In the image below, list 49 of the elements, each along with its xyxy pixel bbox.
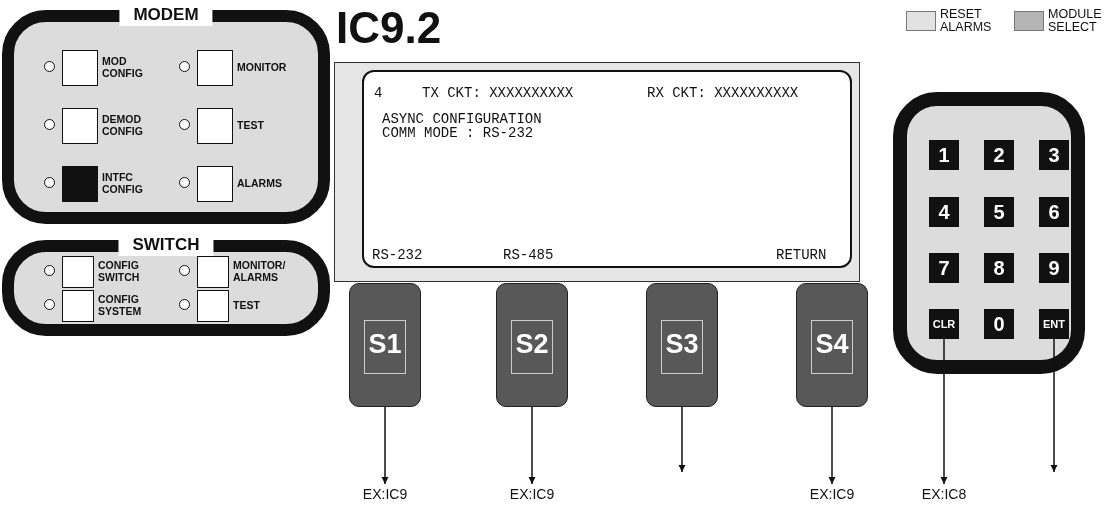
keypad-key: 7: [929, 253, 959, 283]
screen-text: TX CKT: XXXXXXXXXX: [422, 86, 574, 100]
softkey-label: RETURN: [776, 248, 827, 262]
keypad-key: ENT: [1039, 309, 1069, 339]
keypad-key: 5: [984, 197, 1014, 227]
soft-key: S3: [646, 283, 718, 407]
soft-key: S4: [796, 283, 868, 407]
button-label: CONFIG SWITCH: [98, 258, 141, 285]
button-label: CONFIG SYSTEM: [98, 292, 143, 319]
signal-label: EX:IC9: [792, 486, 872, 506]
screen-text: RX CKT: XXXXXXXXXX: [647, 86, 799, 100]
button-label: DEMOD CONFIG: [102, 112, 144, 139]
button-label: MONITOR: [237, 60, 288, 75]
arrow: [828, 406, 836, 485]
arrow: [381, 406, 389, 485]
arrow: [528, 406, 536, 485]
legend-label: RESET ALARMS: [940, 8, 993, 34]
button-label: MONITOR/ ALARMS: [233, 258, 287, 285]
keypad-key: 6: [1039, 197, 1069, 227]
keypad-key: CLR: [929, 309, 959, 339]
signal-label: EX:IC9: [492, 486, 572, 506]
keypad-key: 0: [984, 309, 1014, 339]
lcd-screen: [362, 70, 852, 268]
signal-label: EX:IC8: [904, 486, 984, 506]
button-label: MOD CONFIG: [102, 54, 144, 81]
keypad-key: 3: [1039, 140, 1069, 170]
keypad-key: 8: [984, 253, 1014, 283]
button-label: ALARMS: [237, 176, 283, 191]
soft-key: S1: [349, 283, 421, 407]
button-label: INTFC CONFIG: [102, 170, 144, 197]
legend-label: MODULE SELECT: [1048, 8, 1103, 34]
softkey-label: RS-232: [372, 248, 423, 262]
diagram-title: IC9.2: [336, 4, 442, 52]
screen-number: 4: [374, 86, 383, 100]
signal-label: EX:IC9: [345, 486, 425, 506]
screen-heading: ASYNC CONFIGURATION: [382, 112, 542, 126]
softkey-label: RS-485: [503, 248, 554, 262]
keypad-panel: [893, 92, 1085, 374]
keypad-key: 4: [929, 197, 959, 227]
keypad-key: 1: [929, 140, 959, 170]
arrow: [678, 406, 686, 473]
arrow: [940, 338, 948, 485]
button-label: TEST: [237, 118, 265, 133]
keypad-key: 9: [1039, 253, 1069, 283]
button-label: TEST: [233, 298, 261, 313]
arrow: [1050, 338, 1058, 473]
keypad-key: 2: [984, 140, 1014, 170]
screen-text: COMM MODE : RS-232: [382, 126, 534, 140]
soft-key: S2: [496, 283, 568, 407]
